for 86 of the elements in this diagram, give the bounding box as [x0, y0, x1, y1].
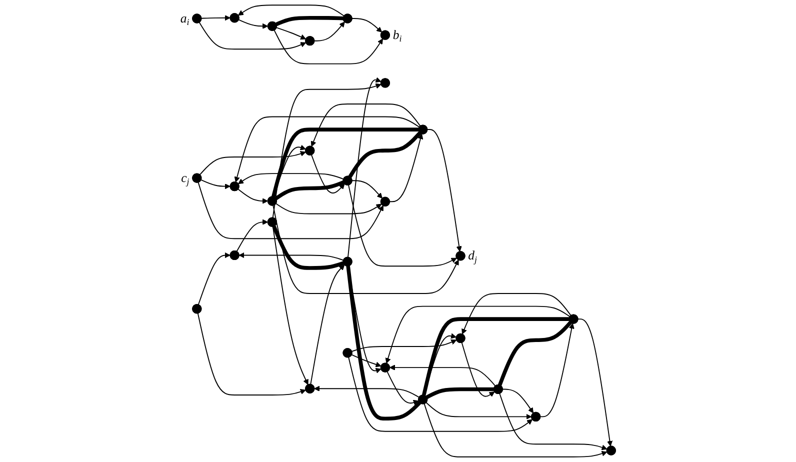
vertex-dot — [230, 13, 240, 23]
arrow — [272, 83, 382, 218]
arrow — [499, 393, 608, 450]
vertex-label: a$_{i}$ — [180, 11, 190, 28]
arrow — [274, 30, 383, 64]
vertex-label: b$_{i}$ — [392, 28, 402, 44]
vertex-dot — [230, 182, 240, 192]
thick-line — [422, 317, 570, 396]
vertex-dot — [456, 251, 466, 261]
vertex-dot — [493, 384, 503, 394]
vertex-dot — [606, 446, 616, 456]
arrow — [389, 364, 496, 386]
arrow — [461, 342, 495, 397]
vertex-dot — [305, 36, 315, 46]
vertex-dot — [230, 250, 240, 260]
arrow — [310, 154, 345, 194]
arrow — [389, 134, 424, 202]
arrow — [272, 204, 459, 294]
vertex-dot — [267, 196, 278, 206]
thick-line — [276, 16, 344, 26]
arrow — [200, 179, 230, 190]
arrow — [238, 4, 344, 16]
arrow — [198, 252, 230, 306]
arrow — [314, 386, 420, 398]
thick-line — [426, 387, 494, 400]
vertex-dot — [418, 394, 428, 404]
vertex-dot — [192, 173, 202, 183]
thick-line — [348, 132, 422, 178]
vertex-dot — [305, 384, 315, 394]
vertex-dot — [418, 124, 428, 134]
vertex-dot — [192, 304, 202, 314]
arrow — [540, 323, 574, 418]
vertex-label: d$_{j}$ — [468, 248, 478, 264]
arrow — [276, 27, 306, 40]
arrow — [352, 180, 382, 199]
arrow — [577, 318, 613, 446]
arrow — [275, 203, 382, 214]
vertex-dot — [380, 30, 390, 40]
vertex-dot — [342, 14, 352, 24]
arrow — [385, 306, 570, 364]
vertex-dot — [305, 146, 315, 156]
arrow — [426, 402, 532, 420]
arrow — [386, 371, 419, 406]
arrow — [234, 116, 420, 182]
arrow — [200, 15, 230, 21]
arrow — [272, 226, 308, 385]
arrow — [348, 77, 382, 258]
arrow — [351, 339, 457, 352]
arrow — [198, 182, 384, 240]
arrow — [348, 356, 533, 432]
vertex-dot — [342, 176, 352, 186]
vertex-dot — [267, 21, 278, 31]
vertex-dot — [568, 314, 578, 324]
arrow — [348, 184, 457, 267]
arrow — [238, 188, 268, 204]
vertex-label: c$_{j}$ — [181, 170, 190, 187]
arrow — [310, 104, 421, 147]
arrow — [197, 312, 306, 396]
arrow — [424, 403, 608, 458]
vertex-dot — [456, 333, 466, 343]
vertex-dot — [380, 196, 390, 206]
vertex-dot — [267, 217, 278, 227]
thick-line — [498, 321, 572, 386]
arrow — [238, 19, 268, 29]
arrow — [236, 219, 268, 252]
arrow — [310, 264, 345, 385]
arrow — [238, 252, 344, 261]
thick-line — [272, 225, 344, 270]
arrow — [238, 173, 344, 184]
vertex-dot — [380, 78, 390, 88]
vertex-dot — [531, 412, 541, 422]
thick-line — [272, 128, 418, 198]
arrow — [198, 22, 306, 50]
arrow — [314, 22, 345, 42]
arrow — [199, 151, 306, 176]
thick-line — [346, 266, 422, 421]
arrow — [502, 388, 534, 414]
arrow — [462, 293, 572, 334]
arrow — [352, 18, 382, 32]
vertex-dot — [342, 256, 352, 266]
arrow — [351, 354, 382, 368]
vertex-dot — [380, 362, 390, 372]
thick-line — [274, 180, 344, 200]
arrow — [426, 129, 462, 252]
vertex-dot — [342, 348, 352, 358]
vertex-dot — [192, 14, 202, 24]
